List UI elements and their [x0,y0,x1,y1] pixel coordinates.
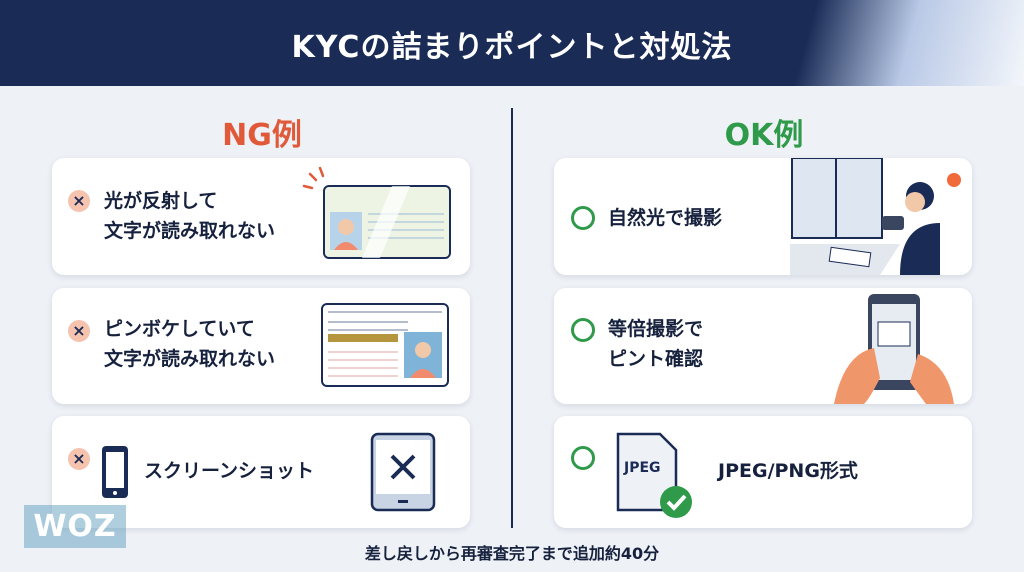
header-banner: KYCの詰まりポイントと対処法 [0,0,1024,86]
circle-check-icon [571,446,595,470]
column-divider [511,108,513,528]
cross-icon: × [68,448,90,470]
card-text-line: ピント確認 [608,348,704,370]
ng-heading: NG例 [222,118,302,153]
ok-heading: OK例 [724,118,804,153]
card-text-line: 光が反射して [104,190,218,212]
card-text-line: スクリーンショット [144,460,315,482]
circle-check-icon [571,318,595,342]
ok-card-natural-light: 自然光で撮影 [554,158,972,275]
cross-icon: × [68,190,90,212]
page-title: KYCの詰まりポイントと対処法 [291,30,733,65]
circle-check-icon [571,206,595,230]
card-text-line: 文字が読み取れない [104,220,276,242]
ng-card-blur: × ピンボケしていて 文字が読み取れない [52,288,470,404]
drivers-license-icon [321,303,449,387]
card-text-line: 等倍撮影で [608,318,704,340]
ng-card-reflection: × 光が反射して 文字が読み取れない [52,158,470,275]
ok-card-focus: 等倍撮影で ピント確認 [554,288,972,404]
person-photographing-window-icon [790,158,961,275]
file-type-label: JPEG [624,460,661,476]
watermark-logo: WOZ [24,505,126,548]
tablet-error-icon [370,432,436,512]
card-text-line: JPEG/PNG形式 [718,460,858,482]
smartphone-icon [102,446,128,498]
cross-icon: × [68,320,90,342]
hands-holding-phone-icon [834,294,954,404]
card-text-line: 文字が読み取れない [104,348,276,370]
footer-note: 差し戻しから再審査完了まで追加約40分 [364,544,660,563]
reflective-id-card-icon [302,166,451,259]
card-text-line: 自然光で撮影 [608,207,723,229]
jpeg-file-icon [616,432,692,518]
card-text-line: ピンボケしていて [104,318,255,340]
ok-card-file-format: JPEG JPEG/PNG形式 [554,416,972,528]
